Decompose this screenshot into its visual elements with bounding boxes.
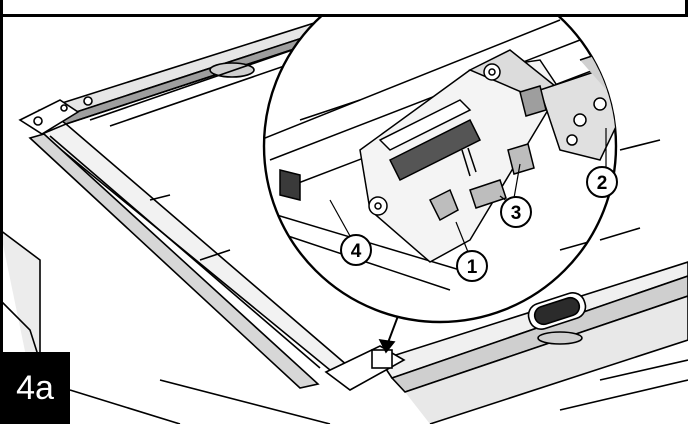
- callout-1: 1: [456, 250, 488, 282]
- step-badge: 4a: [0, 352, 70, 424]
- callout-leaders: [329, 128, 607, 253]
- callout-1-label: 1: [467, 257, 478, 278]
- top-frame-box: [0, 0, 688, 17]
- callout-4: 4: [340, 234, 372, 266]
- callout-2-label: 2: [597, 173, 608, 194]
- callout-3: 3: [500, 196, 532, 228]
- callout-4-label: 4: [351, 241, 362, 262]
- callout-2: 2: [586, 166, 618, 198]
- step-label: 4a: [16, 368, 54, 407]
- callout-3-label: 3: [511, 203, 522, 224]
